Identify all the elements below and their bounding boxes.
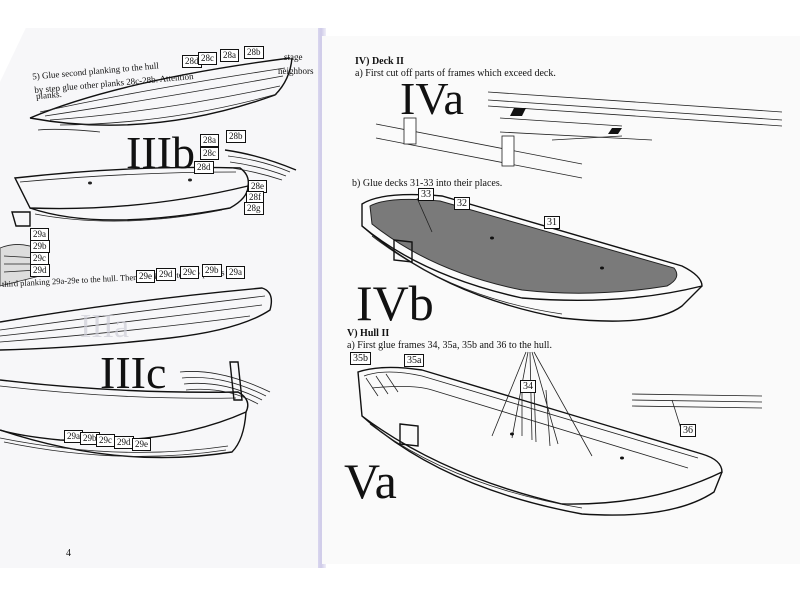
label-29b-IIIc: 29b <box>80 432 100 445</box>
label-28a-IIIb: 28a <box>200 134 219 147</box>
label-29c-mid: 29c <box>180 266 199 279</box>
label-29d-IIIc: 29d <box>114 436 134 449</box>
label-36-hull: 36 <box>680 424 696 437</box>
left-intro-fragment-1: stage <box>284 52 303 62</box>
label-35a-hull: 35a <box>404 354 425 367</box>
label-32-deck: 32 <box>454 197 470 210</box>
right-page-drawings <box>357 91 783 516</box>
label-28d-top: 28d <box>182 55 202 68</box>
label-28d-IIIb: 28d <box>194 161 214 174</box>
label-28c-IIIb: 28c <box>200 147 219 160</box>
label-29b-side: 29b <box>30 240 50 253</box>
label-29b-mid: 29b <box>202 264 222 277</box>
step-IVa-heading: IVa <box>400 73 464 124</box>
label-28b-IIIb: 28b <box>226 130 246 143</box>
left-page-drawings <box>0 57 297 459</box>
step-IIIc-heading: IIIc <box>100 347 167 398</box>
step-Va-heading: Va <box>344 453 397 509</box>
left-intro-fragment-2: neighbors <box>278 66 314 76</box>
label-28a-top: 28a <box>220 49 239 62</box>
label-35b-hull: 35b <box>350 352 371 365</box>
section-V-a-text: a) First glue frames 34, 35a, 35b and 36… <box>347 340 552 351</box>
section-IV-b-text: b) Glue decks 31-33 into their places. <box>352 178 503 189</box>
page-number: 4 <box>66 548 71 559</box>
label-31-deck: 31 <box>544 216 560 229</box>
frame-cut-drawing <box>375 91 783 179</box>
label-29e-IIIc: 29e <box>132 438 151 451</box>
hull-planking-28-drawing <box>29 57 293 133</box>
label-29d-mid: 29d <box>156 268 176 281</box>
label-34-hull: 34 <box>520 380 536 393</box>
hull-Va-drawing <box>357 351 763 516</box>
label-33-deck: 33 <box>418 188 434 201</box>
label-29a-mid: 29a <box>226 266 245 279</box>
label-28c-top: 28c <box>198 52 217 65</box>
label-29d-side: 29d <box>30 264 50 277</box>
label-29e-mid: 29e <box>136 270 155 283</box>
faded-step-heading: IIIa <box>80 308 130 345</box>
label-28b-top: 28b <box>244 46 264 59</box>
boat-IIIc-drawing <box>0 361 271 459</box>
section-IV-title: IV) Deck II <box>355 56 404 67</box>
step-IVb-heading: IVb <box>356 275 434 331</box>
step-IIIb-heading: IIIb <box>126 127 195 178</box>
label-29c-IIIc: 29c <box>96 434 115 447</box>
label-28g-IIIb: 28g <box>244 202 264 215</box>
section-IV-a-text: a) First cut off parts of frames which e… <box>355 68 556 79</box>
section-V-title: V) Hull II <box>347 328 390 339</box>
